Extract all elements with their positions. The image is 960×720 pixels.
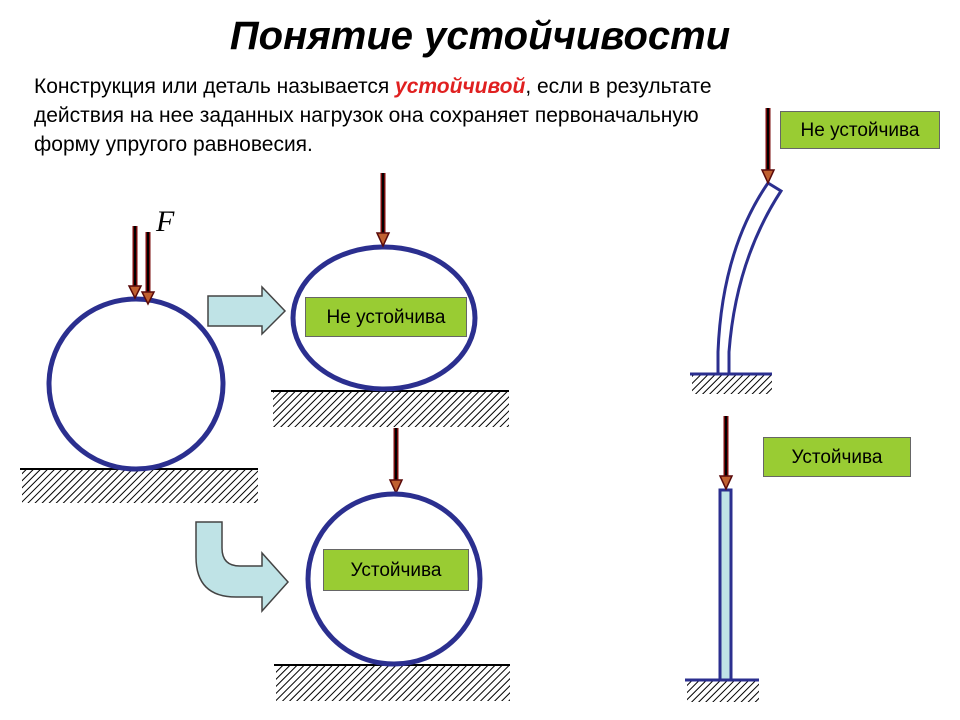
ring-stable [305,491,483,667]
force-label: F [156,205,175,238]
definition-before: Конструкция или деталь называется [34,75,396,98]
column-straight [718,488,733,682]
label-ring-unstable: Не устойчива [305,297,467,337]
label-ring-stable: Устойчива [323,549,469,591]
label-column-unstable: Не устойчива [780,111,940,149]
ground-middle-bottom [274,664,510,701]
ring-deformed [290,244,478,392]
ground-middle-top [271,390,509,427]
transition-arrow-curved [195,521,290,613]
ground-column-bottom [685,678,759,702]
page-title: Понятие устойчивости [229,14,731,58]
force-arrow-initial [127,226,156,306]
transition-arrow-right [207,285,287,336]
definition-highlight: устойчивой [395,75,526,98]
ground-column-top [690,372,772,394]
ground-left [20,468,258,503]
force-arrow-column-straight [718,416,734,491]
force-arrow-stable-ring [388,428,404,495]
column-buckled [716,180,784,374]
definition-text: Конструкция или деталь называется устойч… [34,72,754,159]
force-arrow-column-buckled [760,108,776,185]
ring-initial [46,296,226,472]
label-column-stable: Устойчива [763,437,911,477]
definition-after: , если в результате действия на нее зада… [34,75,712,156]
force-arrow-deformed [375,173,391,248]
